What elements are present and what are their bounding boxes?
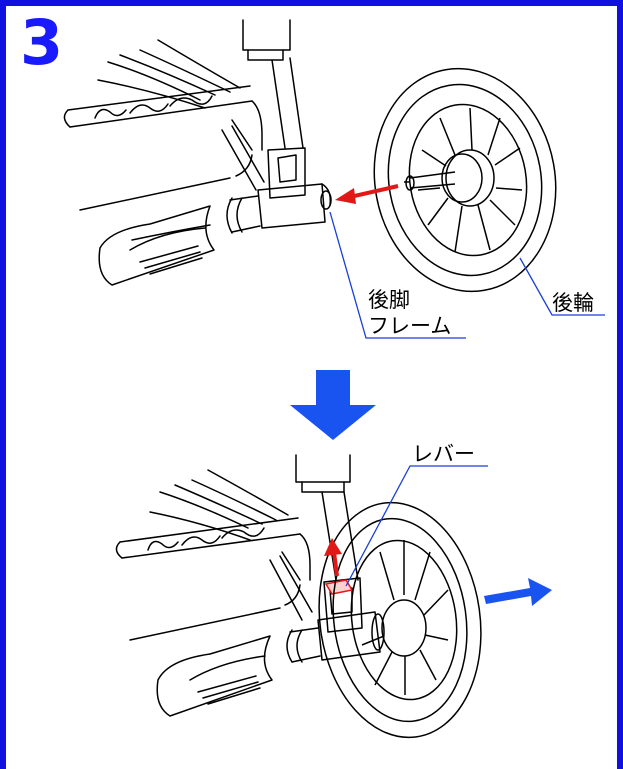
rear-wheel-top [373,67,557,293]
arrow-right-icon [484,578,552,606]
leader-line-lever [345,465,488,587]
arrow-left-icon [335,184,399,204]
lever-highlight [324,579,354,595]
frame-border-left [0,0,6,769]
leader-lines-top [329,211,605,339]
stroller-frame-top [63,19,332,286]
rear-wheel-bottom [318,501,482,739]
label-lever: レバー [412,442,475,466]
label-rear-wheel: 後輪 [552,291,594,315]
arrow-down-icon [290,370,376,440]
stroller-frame-bottom [115,454,385,717]
label-rear-leg-frame-line2: フレーム [368,314,452,338]
label-rear-leg-frame-line1: 後脚 [368,288,410,312]
frame-border-top [0,0,623,6]
step-number: 3 [20,6,64,79]
arrow-up-icon [324,538,342,577]
frame-border-right [617,0,623,769]
